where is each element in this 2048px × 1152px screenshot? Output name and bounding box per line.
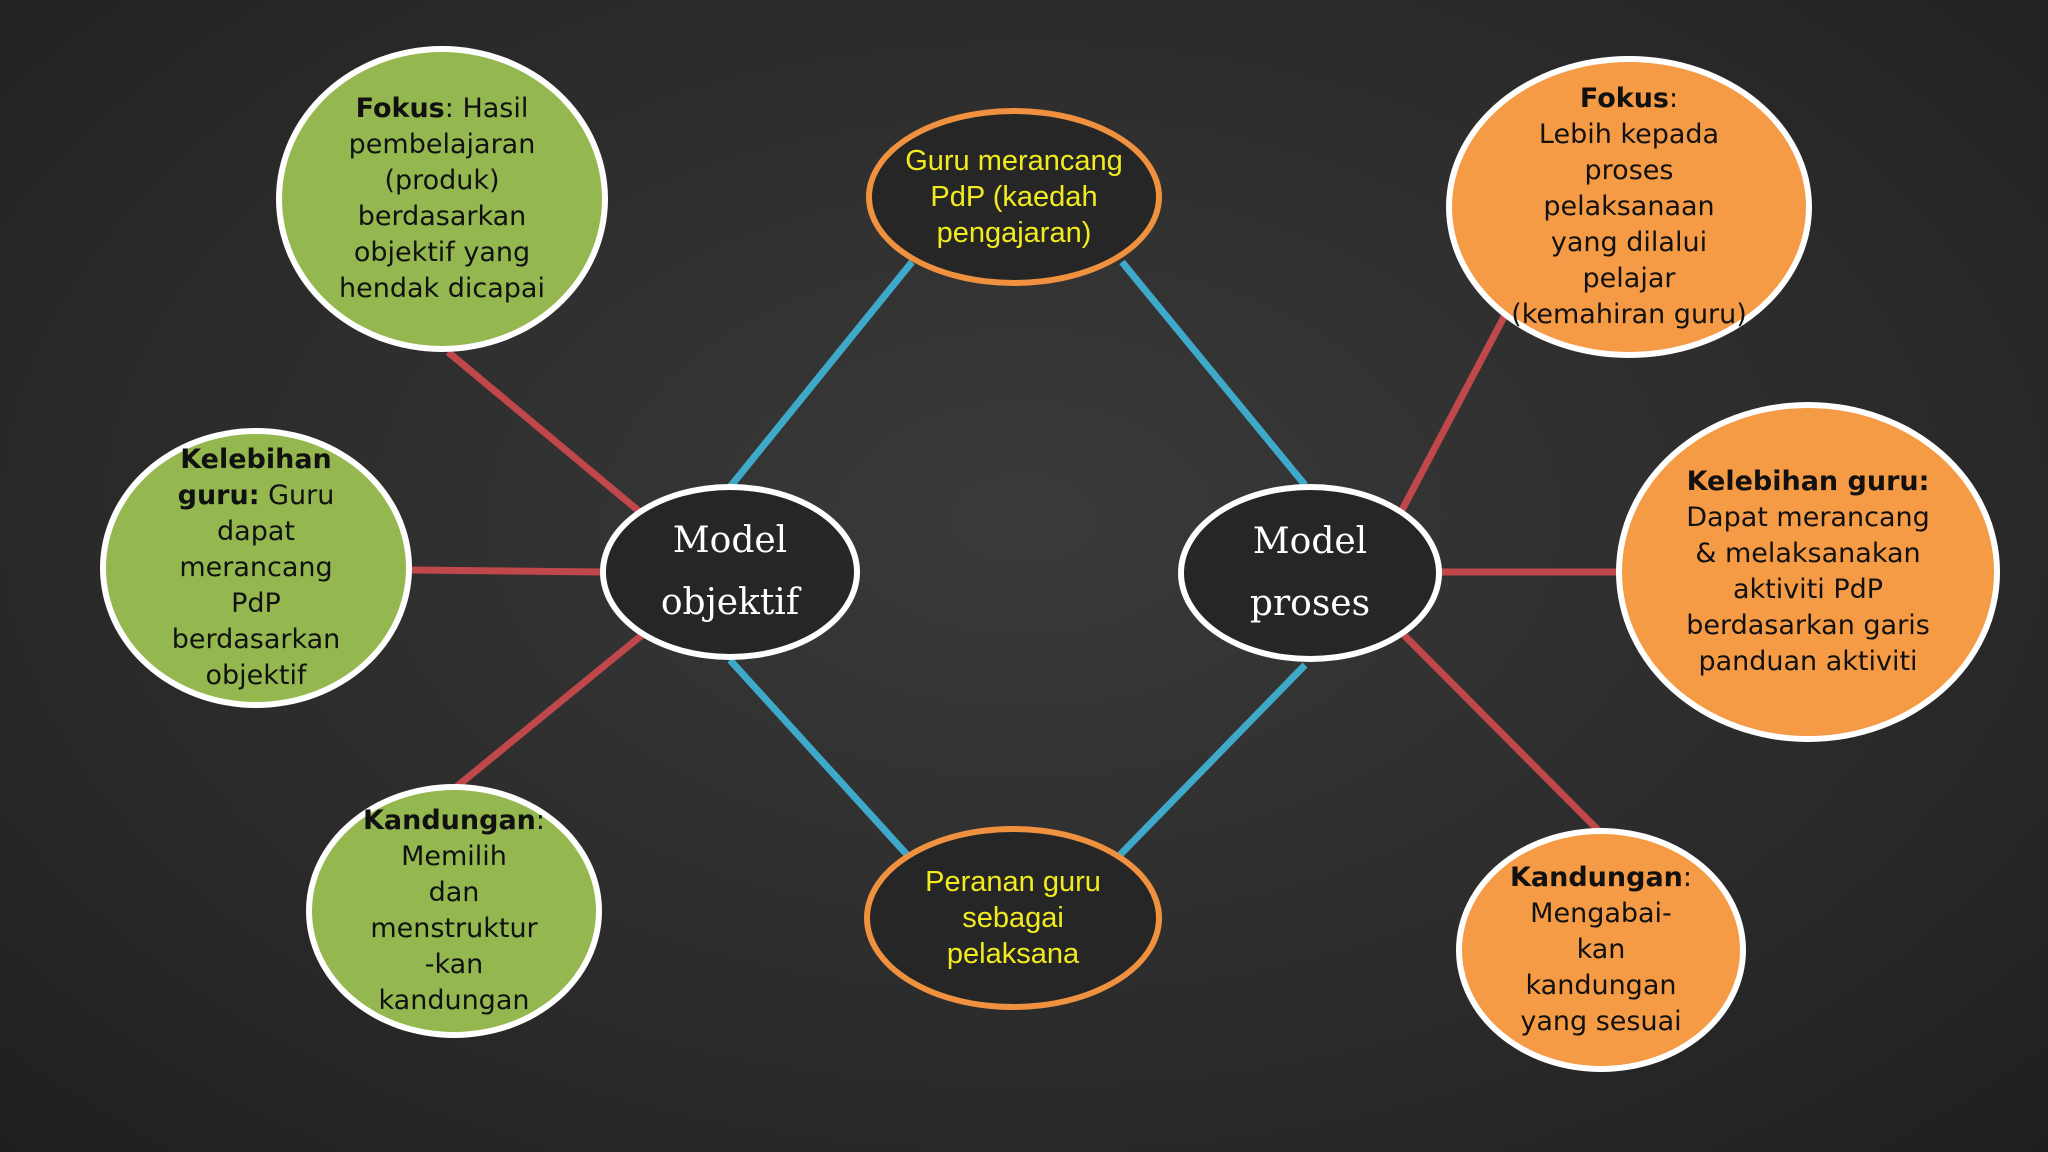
mid-bottom-line: Peranan guru xyxy=(925,866,1101,898)
right-kandungan-line: yang sesuai xyxy=(1520,1006,1682,1037)
right-fokus-line: pelaksanaan xyxy=(1543,191,1715,222)
hub-model-proses: Model proses xyxy=(1178,484,1442,662)
left-fokus-line: pembelajaran xyxy=(348,129,536,160)
right-kandungan-line: kandungan xyxy=(1525,970,1677,1001)
oval-guru-merancang: Guru merancang PdP (kaedah pengajaran) xyxy=(866,108,1162,286)
mid-bottom-line: pelaksana xyxy=(946,938,1080,970)
left-kelebihan-line: merancang xyxy=(179,552,333,583)
left-kandungan-line: kandungan xyxy=(378,985,530,1016)
right-fokus-label: Fokus xyxy=(1579,83,1670,114)
connector-left-kandungan xyxy=(452,632,645,791)
mid-bottom-line: sebagai xyxy=(962,902,1064,934)
right-kelebihan-line: & melaksanakan xyxy=(1695,538,1921,569)
left-fokus-line: (produk) xyxy=(384,165,500,196)
node-left-fokus: Fokus: Hasil pembelajaran (produk) berda… xyxy=(276,46,608,352)
hub-right-line: Model xyxy=(1252,521,1368,562)
mid-top-line: PdP (kaedah xyxy=(930,181,1098,213)
left-fokus-line: berdasarkan xyxy=(357,201,527,232)
connector-right-kandungan xyxy=(1399,630,1603,835)
node-right-fokus: Fokus: Lebih kepada proses pelaksanaan y… xyxy=(1446,56,1812,358)
left-kandungan-line: -kan xyxy=(424,949,484,980)
hub-right-line: proses xyxy=(1249,583,1371,624)
oval-peranan-guru: Peranan guru sebagai pelaksana xyxy=(864,826,1162,1010)
left-kandungan-label: Kandungan xyxy=(362,805,536,836)
left-kelebihan-line: PdP xyxy=(231,588,281,619)
right-kandungan-line: kan xyxy=(1576,934,1626,965)
right-fokus-line: (kemahiran guru) xyxy=(1511,299,1747,330)
connector-left-kelebihan xyxy=(409,566,603,576)
left-kelebihan-label: Kelebihan xyxy=(180,444,332,475)
left-fokus-label: Fokus xyxy=(355,93,445,124)
right-kandungan-inline: : xyxy=(1682,862,1692,893)
left-kelebihan-line: objektif xyxy=(205,660,307,691)
mid-top-line: Guru merancang xyxy=(905,145,1123,177)
right-kelebihan-line: berdasarkan garis xyxy=(1686,610,1930,641)
hub-model-objektif: Model objektif xyxy=(600,484,860,660)
connector-left-hub-to-top xyxy=(727,259,915,490)
left-kandungan-inline: : xyxy=(535,805,545,836)
connector-right-hub-to-bottom xyxy=(1114,662,1308,861)
right-fokus-line: yang dilalui xyxy=(1550,227,1708,258)
connector-right-hub-to-top xyxy=(1119,259,1308,488)
left-kandungan-line: dan xyxy=(428,877,480,908)
left-fokus-line: hendak dicapai xyxy=(339,273,545,304)
connector-right-fokus xyxy=(1398,313,1509,512)
hub-left-line: Model xyxy=(672,520,788,561)
left-fokus-line: objektif yang xyxy=(353,237,531,268)
left-kelebihan-line: dapat xyxy=(217,516,295,547)
right-kelebihan-label: Kelebihan guru: xyxy=(1686,466,1930,497)
right-fokus-inline: : xyxy=(1669,83,1679,114)
mid-top-line: pengajaran) xyxy=(936,217,1092,249)
right-kandungan-line: Mengabai- xyxy=(1530,898,1672,929)
node-right-kandungan: Kandungan: Mengabai- kan kandungan yang … xyxy=(1456,828,1746,1072)
node-left-kandungan: Kandungan: Memilih dan menstruktur -kan … xyxy=(306,784,602,1038)
right-kelebihan-line: panduan aktiviti xyxy=(1698,646,1918,677)
right-fokus-line: Lebih kepada xyxy=(1538,119,1720,150)
right-kandungan-label: Kandungan xyxy=(1509,862,1683,893)
right-kelebihan-line: aktiviti PdP xyxy=(1732,574,1884,605)
right-fokus-line: pelajar xyxy=(1582,263,1676,294)
hub-left-line: objektif xyxy=(660,582,800,623)
left-fokus-inline: : Hasil xyxy=(444,93,529,124)
left-kandungan-line: menstruktur xyxy=(370,913,538,944)
left-kelebihan-line: berdasarkan xyxy=(171,624,341,655)
node-left-kelebihan: Kelebihan guru: Guru dapat merancang PdP… xyxy=(100,428,412,708)
left-kandungan-line: Memilih xyxy=(401,841,507,872)
node-right-kelebihan: Kelebihan guru: Dapat merancang & melaks… xyxy=(1616,402,2000,742)
left-kelebihan-inline: Guru xyxy=(259,480,335,511)
left-kelebihan-label: guru: xyxy=(177,480,260,511)
right-kelebihan-line: Dapat merancang xyxy=(1686,502,1930,533)
connector-left-fokus xyxy=(445,349,643,515)
right-fokus-line: proses xyxy=(1584,155,1674,186)
connector-left-hub-to-bottom xyxy=(727,657,913,861)
